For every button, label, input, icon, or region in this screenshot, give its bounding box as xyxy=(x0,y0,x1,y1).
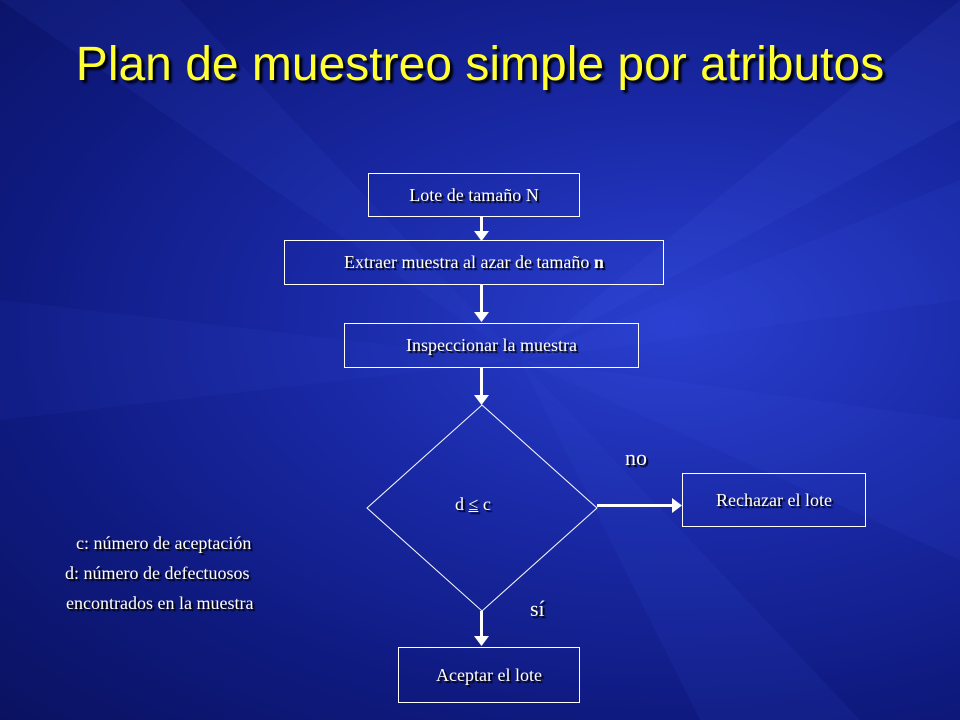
reject-label: Rechazar el lote xyxy=(716,489,832,510)
arrow-no-head xyxy=(672,498,682,513)
accept-box: Aceptar el lote xyxy=(398,647,580,703)
arrow-1 xyxy=(480,217,483,237)
legend: c: número de aceptación d: número de def… xyxy=(50,528,340,618)
legend-line-d-cont: encontrados en la muestra xyxy=(66,593,254,613)
step-extract-label: Extraer muestra al azar de tamaño n xyxy=(344,252,604,272)
no-label: no xyxy=(625,445,647,470)
reject-box: Rechazar el lote xyxy=(682,473,866,527)
less-equal-symbol: ≤ xyxy=(468,494,479,514)
step-lot-box: Lote de tamaño N xyxy=(368,173,580,217)
arrow-2 xyxy=(480,285,483,315)
decision-condition: d ≤ c xyxy=(455,494,491,514)
legend-line-d: d: número de defectuosos xyxy=(65,563,250,583)
slide-title: Plan de muestreo simple por atributos xyxy=(75,38,885,91)
arrow-no xyxy=(597,504,673,507)
arrow-2-head xyxy=(474,312,489,322)
legend-line-c: c: número de aceptación xyxy=(76,533,252,553)
arrow-yes xyxy=(480,611,483,639)
arrow-3-head xyxy=(474,395,489,405)
step-inspect-label: Inspeccionar la muestra xyxy=(406,335,577,355)
arrow-3 xyxy=(480,368,483,398)
arrow-1-head xyxy=(474,231,489,241)
sample-size-var: n xyxy=(593,252,604,272)
arrow-yes-head xyxy=(474,636,489,646)
step-inspect-box: Inspeccionar la muestra xyxy=(344,323,639,368)
accept-label: Aceptar el lote xyxy=(436,664,542,685)
yes-label: sí xyxy=(530,596,545,621)
step-extract-box: Extraer muestra al azar de tamaño n xyxy=(284,240,664,285)
step-lot-label: Lote de tamaño N xyxy=(409,184,539,205)
